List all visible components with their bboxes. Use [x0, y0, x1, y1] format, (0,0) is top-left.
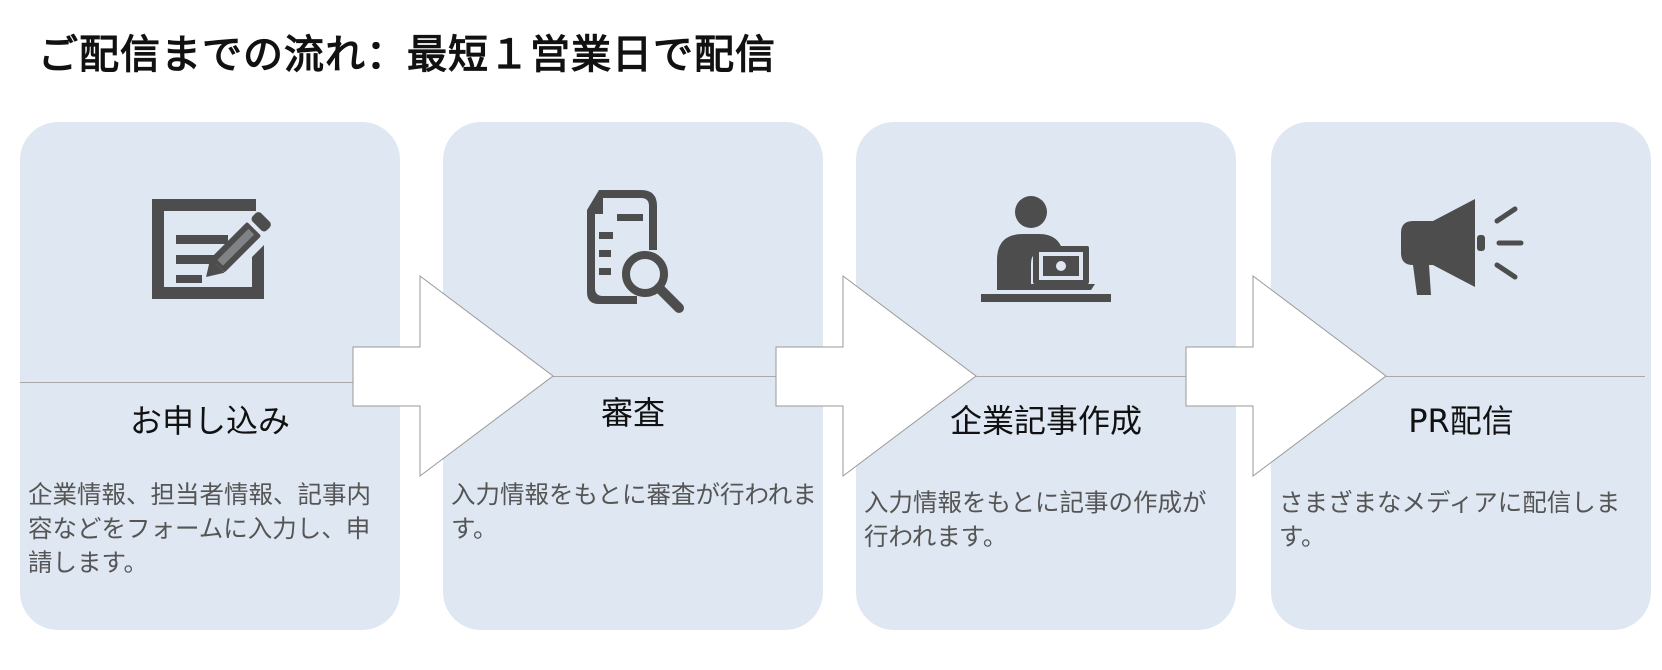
step-description: 入力情報をもとに記事の作成が行われます。 [864, 488, 1207, 551]
divider-line [856, 376, 1236, 377]
step-title: お申し込み [129, 402, 290, 440]
step-card-pr-distribution: PR配信 さまざまなメディアに配信します。 [1271, 122, 1651, 630]
step-card-application: お申し込み 企業情報、担当者情報、記事内容などをフォームに入力し、申請します。 [20, 122, 400, 630]
step-title: PR配信 [1408, 402, 1514, 440]
form-edit-icon [140, 184, 280, 314]
step-description: 企業情報、担当者情報、記事内容などをフォームに入力し、申請します。 [28, 480, 371, 577]
flow-arrow [1185, 275, 1387, 477]
step-title: 審査 [600, 394, 665, 432]
person-laptop-icon [976, 184, 1116, 314]
divider-line [20, 382, 400, 383]
flow-arrow [775, 275, 977, 477]
megaphone-icon [1391, 184, 1531, 314]
document-search-icon [563, 184, 703, 314]
divider-line [1271, 376, 1645, 377]
step-description: さまざまなメディアに配信します。 [1279, 488, 1621, 551]
step-title: 企業記事作成 [949, 402, 1142, 440]
page-title: ご配信までの流れ：最短１営業日で配信 [38, 32, 776, 78]
divider-line [443, 376, 823, 377]
flow-arrow [352, 275, 554, 477]
step-description: 入力情報をもとに審査が行われます。 [451, 480, 817, 543]
